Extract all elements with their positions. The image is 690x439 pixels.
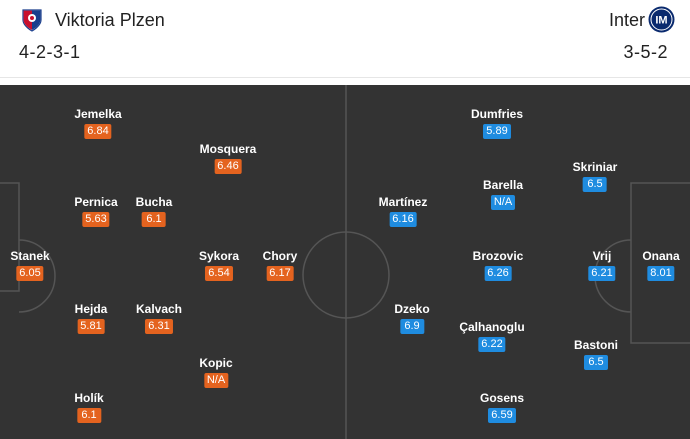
player-bastoni[interactable]: Bastoni 6.5 [573, 338, 619, 370]
player-onana[interactable]: Onana 8.01 [642, 249, 680, 281]
player-mosquera[interactable]: Mosquera 6.46 [199, 142, 257, 174]
rating-badge: 6.16 [389, 212, 417, 227]
player-calhanoglu[interactable]: Çalhanoglu 6.22 [459, 320, 525, 352]
rating-badge: 6.05 [16, 266, 44, 281]
rating-badge: 6.31 [145, 319, 173, 334]
player-chory[interactable]: Chory 6.17 [262, 249, 298, 281]
player-dzeko[interactable]: Dzeko 6.9 [394, 302, 430, 334]
rating-badge: 6.1 [142, 212, 166, 227]
rating-badge: 6.22 [478, 337, 506, 352]
rating-badge: 6.59 [488, 408, 516, 423]
player-kalvach[interactable]: Kalvach 6.31 [135, 302, 183, 334]
player-pernica[interactable]: Pernica 5.63 [74, 195, 118, 227]
home-formation: 4-2-3-1 [19, 42, 81, 62]
player-martinez[interactable]: Martínez 6.16 [378, 195, 428, 227]
rating-badge: 6.54 [205, 266, 233, 281]
rating-badge: 6.5 [582, 177, 607, 192]
player-gosens[interactable]: Gosens 6.59 [479, 391, 525, 423]
player-vrij[interactable]: Vrij 6.21 [588, 249, 616, 281]
rating-badge: 6.84 [84, 124, 112, 139]
rating-badge: N/A [490, 195, 516, 210]
rating-badge: 6.26 [484, 266, 512, 281]
rating-badge: 6.5 [583, 355, 608, 370]
player-dumfries[interactable]: Dumfries 5.89 [470, 107, 524, 139]
player-skriniar[interactable]: Skriniar 6.5 [572, 160, 618, 192]
player-hejda[interactable]: Hejda 5.81 [74, 302, 108, 334]
inter-logo: IM [648, 6, 675, 33]
player-brozovic[interactable]: Brozovic 6.26 [472, 249, 524, 281]
rating-badge: 5.89 [483, 124, 511, 139]
rating-badge: 5.81 [77, 319, 105, 334]
match-header: Viktoria Plzen 4-2-3-1 Inter IM 3-5-2 [0, 0, 690, 78]
home-team-name[interactable]: Viktoria Plzen [55, 10, 165, 30]
player-sykora[interactable]: Sykora 6.54 [198, 249, 240, 281]
player-bucha[interactable]: Bucha 6.1 [135, 195, 173, 227]
rating-badge: N/A [203, 373, 229, 388]
player-kopic[interactable]: Kopic N/A [199, 356, 233, 388]
pitch: Jemelka 6.84 Mosquera 6.46 Pernica 5.63 … [0, 85, 690, 439]
viktoria-plzen-logo [22, 9, 42, 32]
rating-badge: 5.63 [82, 212, 110, 227]
player-jemelka[interactable]: Jemelka 6.84 [74, 107, 122, 139]
svg-text:IM: IM [655, 15, 667, 27]
rating-badge: 6.1 [77, 408, 101, 423]
rating-badge: 6.17 [266, 266, 294, 281]
player-barella[interactable]: Barella N/A [482, 178, 524, 210]
rating-badge: 6.9 [400, 319, 424, 334]
away-formation: 3-5-2 [623, 42, 668, 62]
away-team-name[interactable]: Inter [608, 10, 645, 30]
rating-badge: 6.46 [214, 159, 242, 174]
player-holik[interactable]: Holík 6.1 [74, 391, 104, 423]
pitch-lines [0, 85, 690, 439]
player-stanek[interactable]: Stanek 6.05 [10, 249, 50, 281]
rating-badge: 6.21 [588, 266, 616, 281]
rating-badge: 8.01 [647, 266, 675, 281]
